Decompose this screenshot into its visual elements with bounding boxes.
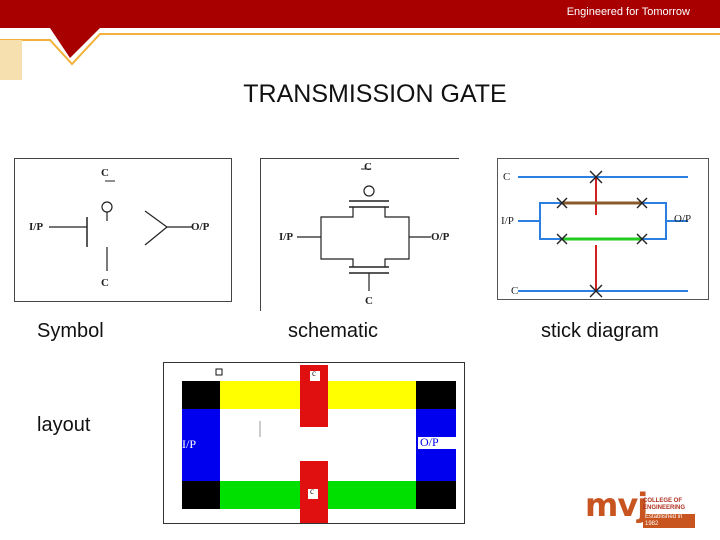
stick-drawing <box>518 170 688 298</box>
logo-line2: ENGINEERING <box>643 505 686 511</box>
logo-line3: Established in 1982 <box>643 514 695 528</box>
layout-diagram: I/P O/P c c <box>163 362 465 524</box>
layout-gate-top-label: c <box>312 368 316 378</box>
symbol-diagram: C I/P O/P C <box>14 158 232 302</box>
stick-input-label: I/P <box>501 215 514 227</box>
stick-diagram: C I/P O/P C <box>497 158 709 300</box>
caption-schematic: schematic <box>288 320 379 342</box>
college-logo: mvj COLLEGE OF ENGINEERING Established i… <box>585 486 695 530</box>
logo-line1: COLLEGE OF <box>643 498 682 504</box>
header-banner <box>0 0 720 80</box>
layout-drawing <box>182 365 458 523</box>
schematic-output-label: O/P <box>431 231 450 243</box>
caption-symbol: Symbol <box>37 320 104 342</box>
layout-gate-bottom-label: c <box>310 486 314 496</box>
stick-output-label: O/P <box>674 213 692 225</box>
schematic-drawing <box>297 168 431 291</box>
symbol-drawing <box>49 180 193 271</box>
caption-stick-diagram: stick diagram <box>541 320 659 342</box>
layout-output-label: O/P <box>420 435 439 449</box>
symbol-c-label: C <box>101 277 109 289</box>
symbol-input-label: I/P <box>29 221 44 233</box>
schematic-diagram: C I/P O/P C <box>260 158 459 311</box>
layout-input-label: I/P <box>182 437 197 451</box>
symbol-output-label: O/P <box>191 221 210 233</box>
schematic-input-label: I/P <box>279 231 294 243</box>
stick-c-bar-label: C <box>503 171 511 183</box>
schematic-c-label: C <box>365 295 373 307</box>
stick-c-label: C <box>511 285 519 297</box>
schematic-c-bar-label: C <box>364 161 372 173</box>
slide-title: TRANSMISSION GATE <box>243 80 507 108</box>
symbol-c-bar-label: C <box>101 167 109 179</box>
header-tagline: Engineered for Tomorrow <box>566 6 690 18</box>
logo-mark: mvj <box>585 486 648 524</box>
caption-layout: layout <box>37 414 91 436</box>
